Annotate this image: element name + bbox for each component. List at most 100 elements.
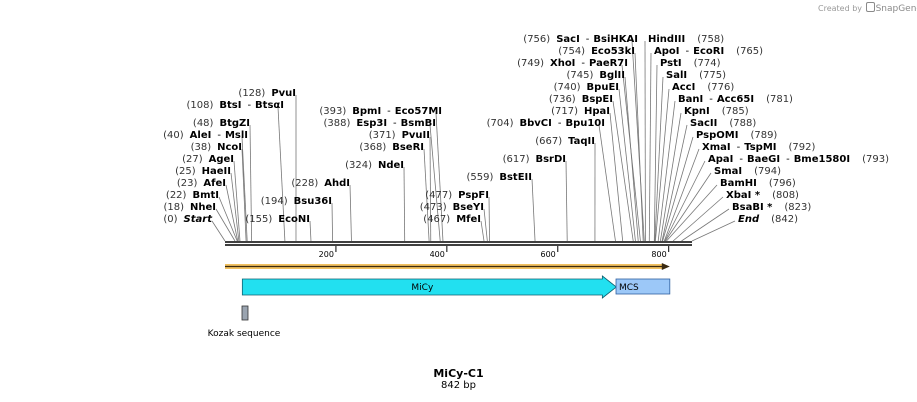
mcs-feature-box[interactable] <box>615 278 671 295</box>
restriction-site-label[interactable]: (194)Bsu36I <box>261 196 332 207</box>
restriction-site-label[interactable]: (108)BtsI-BtsαI <box>186 100 284 111</box>
enzyme-separator: - <box>393 118 397 129</box>
restriction-site-label[interactable]: PspOMI(789) <box>696 130 777 141</box>
restriction-site-label[interactable]: (0)Start <box>163 214 213 225</box>
site-leader-line <box>609 112 624 242</box>
site-position: (717) <box>551 106 578 117</box>
enzyme-name-alt: MslI <box>225 130 248 141</box>
site-position: (25) <box>175 166 196 177</box>
site-leader-line <box>664 160 706 242</box>
micy-feature-arrow[interactable] <box>241 275 617 299</box>
enzyme-name: KpnI <box>684 106 710 117</box>
restriction-site-label[interactable]: BamHI(796) <box>720 178 796 189</box>
site-position: (794) <box>754 166 781 177</box>
restriction-site-label[interactable]: (371)PvuII <box>369 130 430 141</box>
restriction-site-label[interactable]: (704)BbvCI-Bpu10I <box>487 118 605 129</box>
site-leader-line <box>218 196 238 242</box>
restriction-site-label[interactable]: AccI(776) <box>672 82 734 93</box>
enzyme-name: BpuEI <box>587 82 619 93</box>
restriction-site-label[interactable]: (477)PspFI <box>425 190 489 201</box>
restriction-site-label[interactable]: (745)BglII <box>566 70 625 81</box>
site-position: (228) <box>291 178 318 189</box>
restriction-site-label[interactable]: (22)BmtI <box>166 190 219 201</box>
enzyme-name: BbvCI <box>519 118 551 129</box>
restriction-site-label[interactable]: KpnI(785) <box>684 106 749 117</box>
restriction-site-label[interactable]: ApaI-BaeGI-Bme1580I(793) <box>708 154 889 165</box>
enzyme-name: BsrDI <box>535 154 566 165</box>
restriction-site-label[interactable]: (559)BstEII <box>466 172 532 183</box>
restriction-site-label[interactable]: ApoI-EcoRI(765) <box>654 46 763 57</box>
restriction-site-label[interactable]: End(842) <box>738 214 798 225</box>
restriction-site-label[interactable]: (388)Esp3I-BsmBI <box>324 118 436 129</box>
restriction-site-label[interactable]: (38)NcoI <box>191 142 242 153</box>
enzyme-name: SalI <box>666 70 687 81</box>
restriction-site-label[interactable]: BanI-Acc65I(781) <box>678 94 793 105</box>
enzyme-name: AfeI <box>203 178 226 189</box>
restriction-site-label[interactable]: (228)AhdI <box>291 178 350 189</box>
restriction-site-label[interactable]: (736)BspEI <box>549 94 613 105</box>
restriction-site-label[interactable]: (368)BseRI <box>359 142 424 153</box>
restriction-site-label[interactable]: (23)AfeI <box>177 178 226 189</box>
orf-arrow[interactable] <box>225 263 670 270</box>
restriction-site-label[interactable]: SmaI(794) <box>714 166 781 177</box>
restriction-site-label[interactable]: (756)SacI-BsiHKAI <box>523 34 638 45</box>
enzyme-name: BsaBI * <box>732 202 773 213</box>
credit-prefix: Created by <box>818 4 863 13</box>
sequence-backbone[interactable] <box>225 241 692 246</box>
enzyme-name: BpmI <box>352 106 381 117</box>
site-position: (128) <box>238 88 265 99</box>
site-position: (477) <box>425 190 452 201</box>
mcs-feature-label: MCS <box>619 283 639 293</box>
enzyme-name-alt: BsmBI <box>401 118 436 129</box>
enzyme-name: HaeII <box>202 166 231 177</box>
site-leader-line <box>429 136 432 242</box>
restriction-site-label[interactable]: (25) HaeII <box>175 166 231 177</box>
restriction-site-label[interactable]: (749)XhoI-PaeR7I <box>517 58 628 69</box>
restriction-site-label[interactable]: PstI(774) <box>660 58 721 69</box>
restriction-site-label[interactable]: (617)BsrDI <box>503 154 566 165</box>
site-leader-line <box>648 52 652 242</box>
enzyme-separator: - <box>558 118 562 129</box>
restriction-site-label[interactable]: (128) PvuI <box>238 88 296 99</box>
restriction-site-label[interactable]: (40)AleI-MslI <box>163 130 248 141</box>
enzyme-separator: - <box>586 34 590 45</box>
site-leader-line <box>423 148 430 242</box>
enzyme-separator: - <box>217 130 221 141</box>
enzyme-name-alt: Bpu10I <box>565 118 605 129</box>
site-leader-lines <box>211 40 736 242</box>
restriction-site-label[interactable]: XmaI-TspMI(792) <box>702 142 815 153</box>
restriction-site-label[interactable]: SacII(788) <box>690 118 756 129</box>
restriction-site-label[interactable]: (754)Eco53kI <box>558 46 635 57</box>
site-position: (194) <box>261 196 288 207</box>
site-leader-line <box>480 220 485 242</box>
restriction-site-label[interactable]: (717) HpaI <box>551 106 610 117</box>
enzyme-name: PvuI <box>271 88 296 99</box>
enzyme-name: BglII <box>599 70 625 81</box>
site-position: (789) <box>750 130 777 141</box>
restriction-site-label[interactable]: (324)NdeI <box>345 160 404 171</box>
restriction-site-label[interactable]: BsaBI *(823) <box>732 202 811 213</box>
site-position: (667) <box>535 136 562 147</box>
restriction-site-label[interactable]: (467)MfeI <box>423 214 481 225</box>
restriction-site-label[interactable]: (18)NheI <box>163 202 216 213</box>
enzyme-name: MfeI <box>456 214 481 225</box>
restriction-site-label[interactable]: XbaI *(808) <box>726 190 799 201</box>
site-leader-line <box>249 124 253 242</box>
restriction-site-label[interactable]: HindIII(758) <box>648 34 724 45</box>
enzyme-name: AleI <box>190 130 212 141</box>
restriction-site-label[interactable]: (667)TaqII <box>535 136 595 147</box>
restriction-site-label[interactable]: (740)BpuEI <box>554 82 619 93</box>
restriction-site-label[interactable]: SalI(775) <box>666 70 726 81</box>
site-position: (18) <box>163 202 184 213</box>
restriction-site-label[interactable]: (48)BtgZI <box>193 118 250 129</box>
plasmid-length: 842 bp <box>441 380 476 391</box>
enzyme-name: HpaI <box>584 106 610 117</box>
kozak-feature-box[interactable] <box>241 305 249 321</box>
restriction-site-label[interactable]: (27)AgeI <box>182 154 234 165</box>
restriction-site-label[interactable]: (393)BpmI-Eco57MI <box>319 106 442 117</box>
site-leader-line <box>691 220 736 242</box>
site-leader-line <box>225 184 239 242</box>
restriction-site-label[interactable]: (473)BseYI <box>420 202 484 213</box>
restriction-site-label[interactable]: (155)EcoNI <box>245 214 310 225</box>
